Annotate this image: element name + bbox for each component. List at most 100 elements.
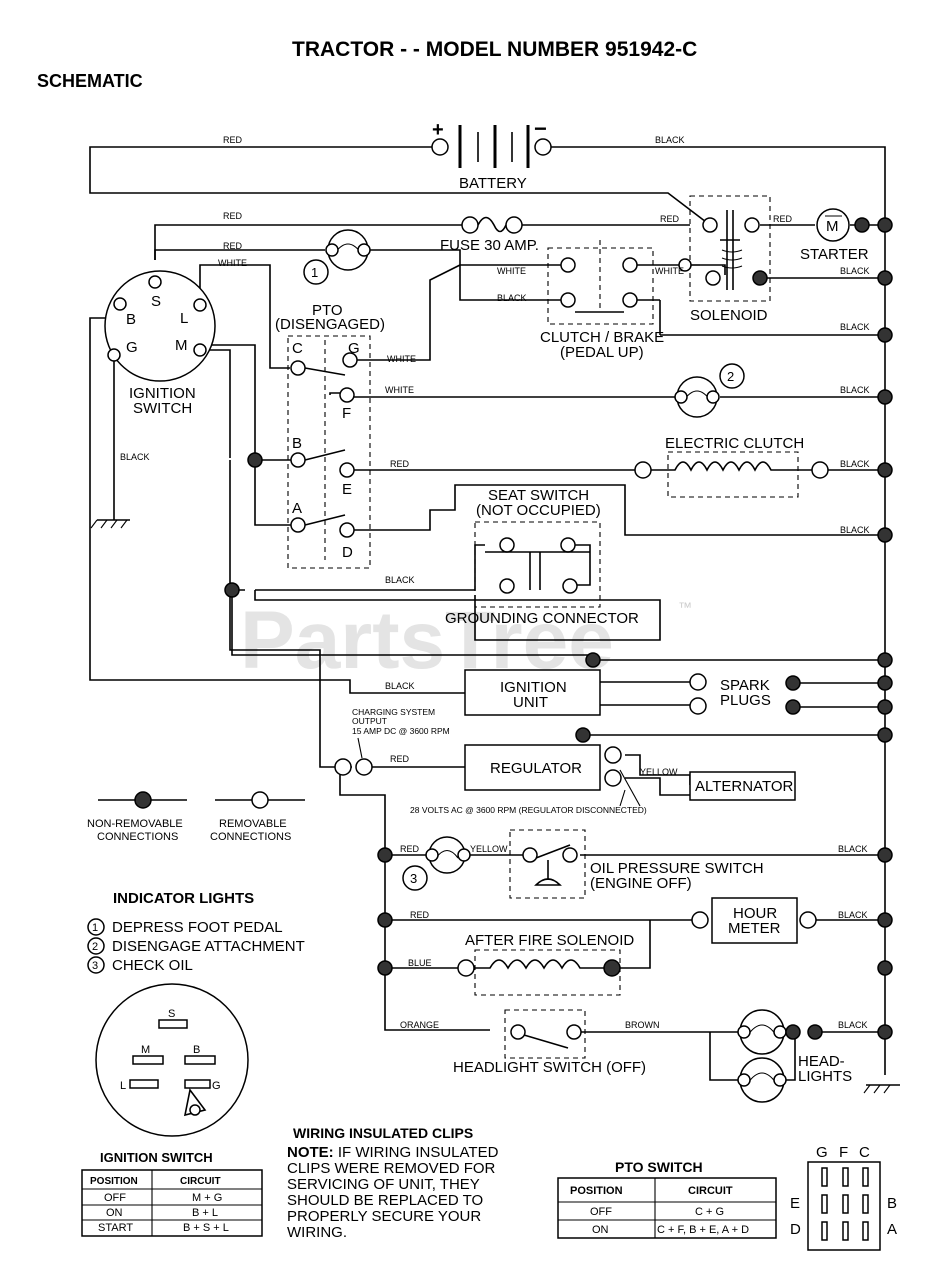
headlights: HEAD- LIGHTS	[737, 1009, 852, 1103]
clutch-brake-switch: CLUTCH / BRAKE (PEDAL UP)	[540, 240, 664, 361]
face-g: G	[212, 1080, 221, 1092]
pto-terminal-a: A	[292, 500, 302, 517]
starter-m: M	[826, 218, 839, 235]
ign-terminal-m: M	[175, 337, 188, 354]
wire-black-12: BLACK	[838, 910, 868, 920]
ign-row-off-pos: OFF	[104, 1192, 126, 1204]
pto-terminal-g: G	[348, 340, 360, 357]
charging-label-2: OUTPUT	[352, 716, 387, 726]
pto-face-f: F	[839, 1144, 848, 1161]
ign-terminal-s: S	[151, 293, 161, 310]
ignition-switch: S B L G M IGNITION SWITCH	[104, 270, 216, 417]
ign-table-title: IGNITION SWITCH	[100, 1150, 213, 1165]
pto-row-on-circuit: C + F, B + E, A + D	[657, 1224, 749, 1236]
wire-labels: RED BLACK RED RED RED RED WHITE WHITE WH…	[120, 135, 870, 1030]
face-m: M	[141, 1044, 150, 1056]
hour-meter-label-2: METER	[728, 920, 781, 937]
pto-label-1: PTO	[312, 302, 343, 319]
spark-plugs-label-2: PLUGS	[720, 692, 771, 709]
pto-table-title: PTO SWITCH	[615, 1159, 703, 1175]
ignition-unit-label-2: UNIT	[513, 694, 548, 711]
wiring-note-line-1: IF WIRING INSULATED	[334, 1144, 499, 1161]
battery-minus: −	[534, 116, 547, 141]
wiring-note-line-5: PROPERLY SECURE YOUR	[287, 1208, 481, 1225]
wire-blue: BLUE	[408, 958, 432, 968]
indicator-lights-title: INDICATOR LIGHTS	[113, 890, 254, 907]
ignition-switch-label-2: SWITCH	[133, 400, 192, 417]
indicator-label-2: DISENGAGE ATTACHMENT	[112, 938, 305, 955]
pto-face-c: C	[859, 1144, 870, 1161]
ignition-switch-label-1: IGNITION	[129, 385, 196, 402]
page-title: TRACTOR - - MODEL NUMBER 951942-C	[292, 38, 697, 61]
charging-system: CHARGING SYSTEM OUTPUT 15 AMP DC @ 3600 …	[334, 707, 796, 815]
legend-removable-1: REMOVABLE	[219, 818, 287, 830]
ignition-switch-table: IGNITION SWITCH POSITION CIRCUIT OFF M +…	[81, 1150, 263, 1237]
ign-row-start-pos: START	[98, 1222, 133, 1234]
indicator-num-3: 3	[92, 960, 98, 972]
solenoid-label: SOLENOID	[690, 307, 768, 324]
pto-th-circuit: CIRCUIT	[688, 1185, 733, 1197]
starter-label: STARTER	[800, 246, 869, 263]
legend-removable-2: CONNECTIONS	[210, 831, 291, 843]
wiring-note-line-3: SERVICING OF UNIT, THEY	[287, 1176, 480, 1193]
wire-red-3: RED	[660, 214, 680, 224]
pto-th-position: POSITION	[570, 1185, 623, 1197]
oil-pressure-switch: 3 OIL PRESSURE SWITCH (ENGINE OFF)	[402, 829, 764, 899]
wire-red-8: RED	[400, 844, 420, 854]
indicator-lamp-2: 2	[674, 363, 745, 418]
wire-red-6: RED	[390, 459, 410, 469]
wire-white-5: WHITE	[385, 385, 414, 395]
after-fire-label: AFTER FIRE SOLENOID	[465, 932, 634, 949]
lamp-1-number: 1	[311, 265, 318, 280]
pto-row-off-circuit: C + G	[695, 1206, 724, 1218]
indicator-lights-list: INDICATOR LIGHTS 1 DEPRESS FOOT PEDAL 2 …	[87, 890, 305, 974]
wire-yellow-2: YELLOW	[470, 844, 508, 854]
headlight-switch: HEADLIGHT SWITCH (OFF)	[453, 1009, 646, 1076]
headlight-switch-label: HEADLIGHT SWITCH (OFF)	[453, 1059, 646, 1076]
electric-clutch-label: ELECTRIC CLUTCH	[665, 435, 804, 452]
pto-terminal-f: F	[342, 405, 351, 422]
wiring-note-line-6: WIRING.	[287, 1224, 347, 1241]
connection-legend: NON-REMOVABLE CONNECTIONS REMOVABLE CONN…	[87, 791, 305, 843]
fuse-label: FUSE 30 AMP.	[440, 237, 539, 254]
wire-red-7: RED	[390, 754, 410, 764]
wire-red-9: RED	[410, 910, 430, 920]
indicator-num-2: 2	[92, 941, 98, 953]
wire-black-9: BLACK	[385, 575, 415, 585]
pto-label-2: (DISENGAGED)	[275, 316, 385, 333]
ign-terminal-l: L	[180, 310, 188, 327]
svg-text:NOTE: IF WIRING INSULATED: NOTE: IF WIRING INSULATED	[287, 1144, 499, 1161]
ign-terminal-g: G	[126, 339, 138, 356]
pto-switch-face: G F C E D B A	[790, 1144, 897, 1251]
wire-white-1: WHITE	[218, 258, 247, 268]
schematic-label: SCHEMATIC	[37, 71, 143, 91]
wire-white-4: WHITE	[387, 354, 416, 364]
wire-black-13: BLACK	[838, 1020, 868, 1030]
ign-row-off-circuit: M + G	[192, 1192, 222, 1204]
wire-red-1: RED	[223, 135, 243, 145]
pto-row-on-pos: ON	[592, 1224, 609, 1236]
seat-switch-label-2: (NOT OCCUPIED)	[476, 502, 601, 519]
indicator-label-3: CHECK OIL	[112, 957, 193, 974]
legend-nonremovable-1: NON-REMOVABLE	[87, 818, 183, 830]
wire-black-11: BLACK	[838, 844, 868, 854]
charging-label-1: CHARGING SYSTEM	[352, 707, 435, 717]
wire-black-3: BLACK	[497, 293, 527, 303]
wire-yellow-1: YELLOW	[640, 767, 678, 777]
hour-meter: HOUR METER	[691, 897, 817, 944]
wiring-note-line-4: SHOULD BE REPLACED TO	[287, 1192, 483, 1209]
wiring-note: WIRING INSULATED CLIPS NOTE: IF WIRING I…	[287, 1125, 499, 1241]
after-fire-solenoid: AFTER FIRE SOLENOID	[457, 932, 634, 996]
starter: M STARTER	[800, 208, 893, 263]
pto-switch-table: PTO SWITCH POSITION CIRCUIT OFF C + G ON…	[557, 1159, 777, 1239]
regulator-label: REGULATOR	[490, 760, 582, 777]
pto-row-off-pos: OFF	[590, 1206, 612, 1218]
pto-terminal-b: B	[292, 435, 302, 452]
wire-black-6: BLACK	[120, 452, 150, 462]
ign-th-circuit: CIRCUIT	[180, 1176, 221, 1187]
alternator-label: ALTERNATOR	[695, 778, 794, 795]
wire-orange: ORANGE	[400, 1020, 439, 1030]
lamp-3-number: 3	[410, 871, 417, 886]
wiring-note-line-2: CLIPS WERE REMOVED FOR	[287, 1160, 496, 1177]
